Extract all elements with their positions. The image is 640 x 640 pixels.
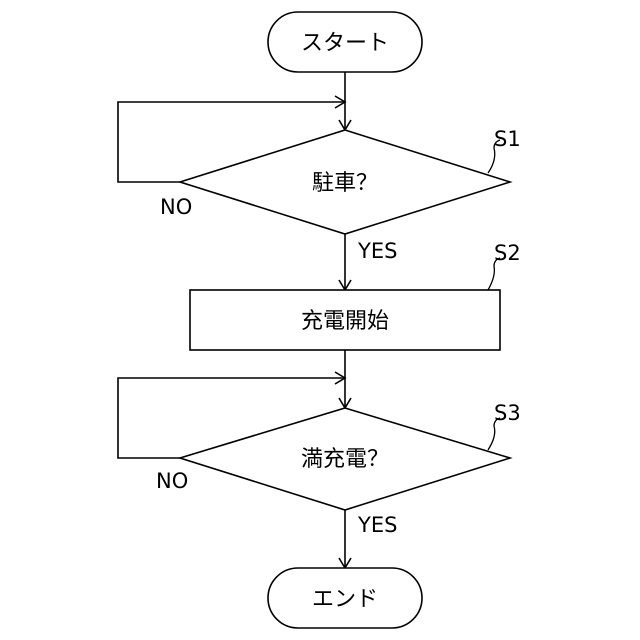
step-s3-label: S3 [494, 401, 521, 425]
yes-label-s3: YES [357, 513, 397, 537]
no-label-s3: NO [156, 469, 188, 493]
process-charge-label: 充電開始 [301, 309, 389, 334]
no-label-s1: NO [160, 195, 192, 219]
end-label: エンド [312, 587, 378, 612]
decision-parked-label: 駐車？ [312, 171, 378, 196]
yes-label-s1: YES [357, 239, 397, 263]
start-label: スタート [301, 31, 389, 56]
step-s2-label: S2 [494, 241, 521, 265]
decision-full-charge-label: 満充電？ [301, 447, 389, 472]
step-s1-label: S1 [494, 127, 521, 151]
